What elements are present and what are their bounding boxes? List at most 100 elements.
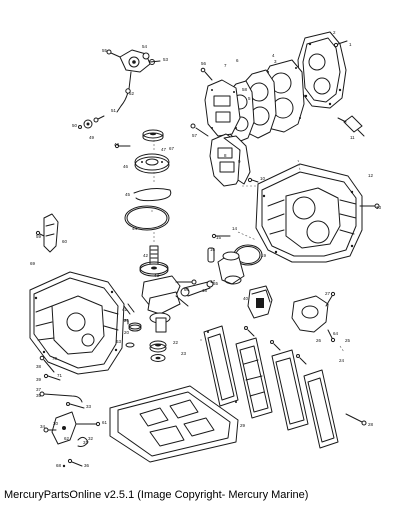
callout-label: 17 <box>210 279 216 284</box>
callout-label: 18 <box>202 288 208 293</box>
callout-label: 56 <box>201 61 207 66</box>
crankcase-lower <box>29 271 125 375</box>
callout-label: 21 <box>124 318 130 323</box>
callout-label: 33 <box>86 404 92 409</box>
callout-label: 16 <box>210 247 216 252</box>
callout-label: 48 <box>114 142 120 147</box>
callout-label: 32 <box>88 436 94 441</box>
seal-washer <box>125 342 135 348</box>
reed-plate-center <box>235 337 273 419</box>
callout-label: 1 <box>349 42 352 47</box>
callout-label: 51 <box>111 108 117 113</box>
callout-label: 28 <box>368 422 374 427</box>
callout-label: 44 <box>132 226 138 231</box>
callout-label: 40 <box>243 296 249 301</box>
callout-label: 68 <box>56 463 62 468</box>
seal-ring <box>124 205 170 231</box>
callout-labels: 1234567891011121314151617181920212223242… <box>30 30 382 468</box>
drain-fitting <box>39 355 61 381</box>
callout-label: 46 <box>123 164 129 169</box>
callout-label: 52 <box>129 91 135 96</box>
callout-label: 6 <box>236 58 239 63</box>
spark-plug <box>337 115 365 137</box>
callout-label: 14 <box>232 226 238 231</box>
callout-label: 57 <box>192 133 198 138</box>
callout-label: 27 <box>325 291 331 296</box>
reed-plate-right <box>271 349 309 431</box>
housing-bolt <box>327 329 336 343</box>
main-bearing-block <box>247 285 273 319</box>
link-rod <box>116 71 132 113</box>
callout-label: 4 <box>272 53 275 58</box>
callout-label: 15 <box>216 235 222 240</box>
callout-label: 61 <box>102 420 108 425</box>
cylinder-block <box>255 163 363 263</box>
callout-label: 2 <box>333 30 336 35</box>
intake-manifold-gasket <box>109 385 239 463</box>
callout-label: 66 <box>184 287 190 292</box>
callout-label: 53 <box>163 57 169 62</box>
callout-label: 35 <box>36 393 42 398</box>
callout-label: 60 <box>62 239 68 244</box>
callout-label: 42 <box>143 253 149 258</box>
callout-label: 62 <box>64 436 70 441</box>
callout-label: 5 <box>248 96 251 101</box>
callout-label: 13 <box>376 205 382 210</box>
image-caption: MercuryPartsOnline v2.5.1 (Image Copyrig… <box>4 489 309 501</box>
callout-label: 41 <box>122 307 128 312</box>
callout-label: 58 <box>242 87 248 92</box>
callout-label: 3 <box>274 59 277 64</box>
callout-label: 22 <box>173 340 179 345</box>
callout-label: 20 <box>124 330 130 335</box>
block-stud-bolt <box>359 203 380 209</box>
callout-label: 7 <box>224 63 227 68</box>
callout-label: 59 <box>36 234 42 239</box>
crankshaft-upper <box>139 245 169 277</box>
callout-label: 65 <box>213 281 219 286</box>
leader-lines <box>151 140 345 353</box>
stator-plate <box>134 153 170 174</box>
callout-label: 39 <box>36 377 42 382</box>
connecting-rod <box>180 280 214 297</box>
screw-washer-set <box>78 115 105 129</box>
plate-bolt <box>345 413 367 426</box>
cover-screw-top <box>200 67 213 81</box>
callout-label: 45 <box>125 192 131 197</box>
callout-label: 63 <box>116 339 122 344</box>
reed-bracket <box>35 213 59 253</box>
callout-label: 67 <box>169 146 175 151</box>
pivot-screw <box>43 427 57 433</box>
callout-label: 25 <box>345 338 351 343</box>
cam-follower-bracket <box>51 411 101 445</box>
callout-label: 19 <box>261 253 267 258</box>
callout-label: 64 <box>333 331 339 336</box>
reed-stop-screws <box>244 326 307 365</box>
transfer-cover-lower <box>209 133 251 187</box>
callout-label: 47 <box>161 147 167 152</box>
lower-ball-bearing <box>149 340 167 362</box>
piston <box>217 251 245 285</box>
needle-bearing <box>123 319 142 332</box>
callout-label: 23 <box>181 351 187 356</box>
callout-label: 24 <box>339 358 345 363</box>
callout-label: 10 <box>260 176 266 181</box>
callout-label: 9 <box>238 159 241 164</box>
callout-label: 36 <box>84 463 90 468</box>
callout-label: 29 <box>240 423 246 428</box>
callout-label: 26 <box>316 338 322 343</box>
callout-label: 54 <box>142 44 148 49</box>
callout-label: 30 <box>53 421 59 426</box>
callout-label: 12 <box>368 173 374 178</box>
crankshaft <box>141 275 197 333</box>
callout-label: 11 <box>350 135 355 140</box>
rod-bolts <box>123 295 189 315</box>
callout-label: 55 <box>102 48 108 53</box>
reed-plate-left <box>203 325 239 407</box>
callout-label: 71 <box>57 373 63 378</box>
top-bracket-assembly <box>106 49 161 73</box>
throttle-link-rod <box>39 391 85 409</box>
callout-label: 38 <box>36 364 42 369</box>
callout-label: 49 <box>89 135 95 140</box>
seal-housing <box>291 291 336 333</box>
retainer-screw <box>114 143 131 149</box>
